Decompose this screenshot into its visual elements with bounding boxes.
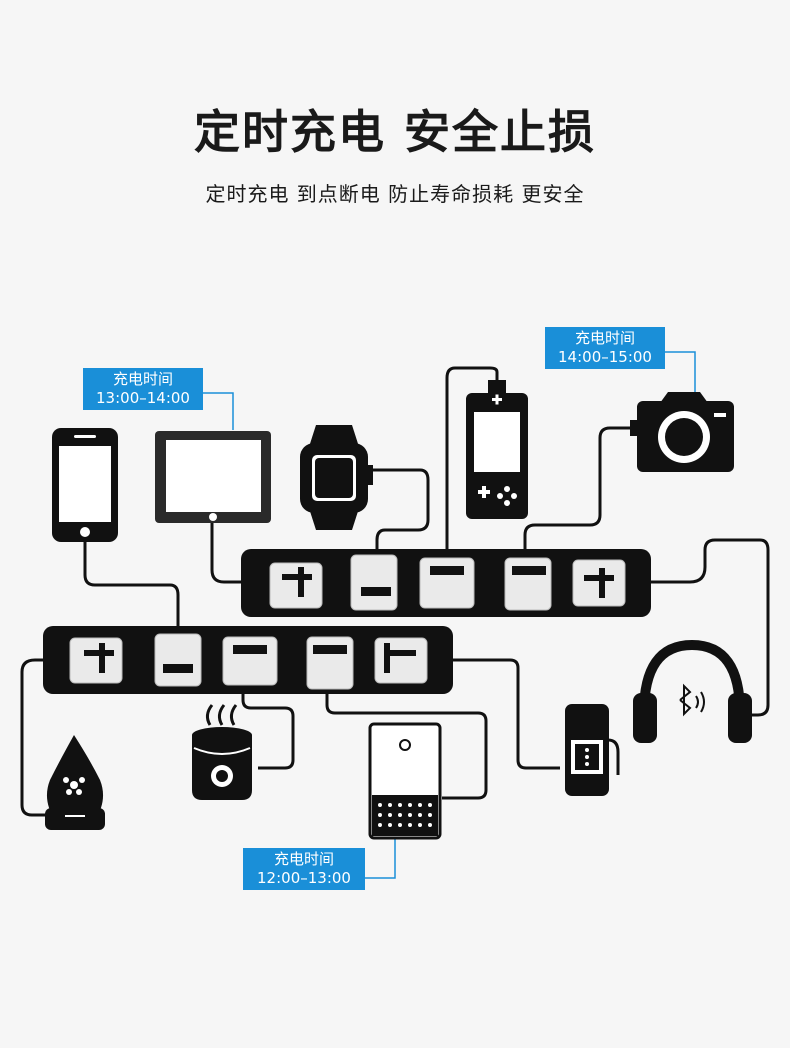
charge-time-value: 14:00–15:00 (558, 348, 652, 366)
tag-leader-lines (203, 351, 696, 879)
charge-time-value: 13:00–14:00 (96, 389, 190, 407)
tablet-icon (155, 431, 271, 523)
upper-power-strip (241, 549, 651, 617)
page-subtitle: 定时充电 到点断电 防止寿命损耗 更安全 (205, 182, 585, 206)
charge-time-label: 充电时间 (273, 850, 334, 868)
page-title: 定时充电 安全止损 (193, 105, 596, 159)
charge-time-label: 充电时间 (574, 329, 635, 347)
camera-icon (630, 392, 734, 472)
charge-time-tag-speaker: 充电时间 12:00–13:00 (243, 848, 365, 890)
game-console-icon (466, 380, 528, 519)
speaker-icon (368, 722, 442, 840)
bluetooth-headphones-icon (633, 639, 752, 743)
power-bank-icon (565, 704, 620, 796)
bluetooth-icon (679, 683, 692, 717)
diffuser-icon (45, 735, 105, 830)
humidifier-icon (192, 704, 252, 800)
smartwatch-icon (300, 425, 373, 530)
lower-power-strip (43, 626, 453, 694)
charge-time-tag-camera: 充电时间 14:00–15:00 (545, 327, 665, 369)
charge-time-label: 充电时间 (112, 370, 173, 388)
cables (20, 366, 770, 817)
charge-time-value: 12:00–13:00 (257, 869, 351, 887)
charge-time-tag-tablet: 充电时间 13:00–14:00 (83, 368, 203, 410)
smartphone-icon (52, 428, 118, 542)
